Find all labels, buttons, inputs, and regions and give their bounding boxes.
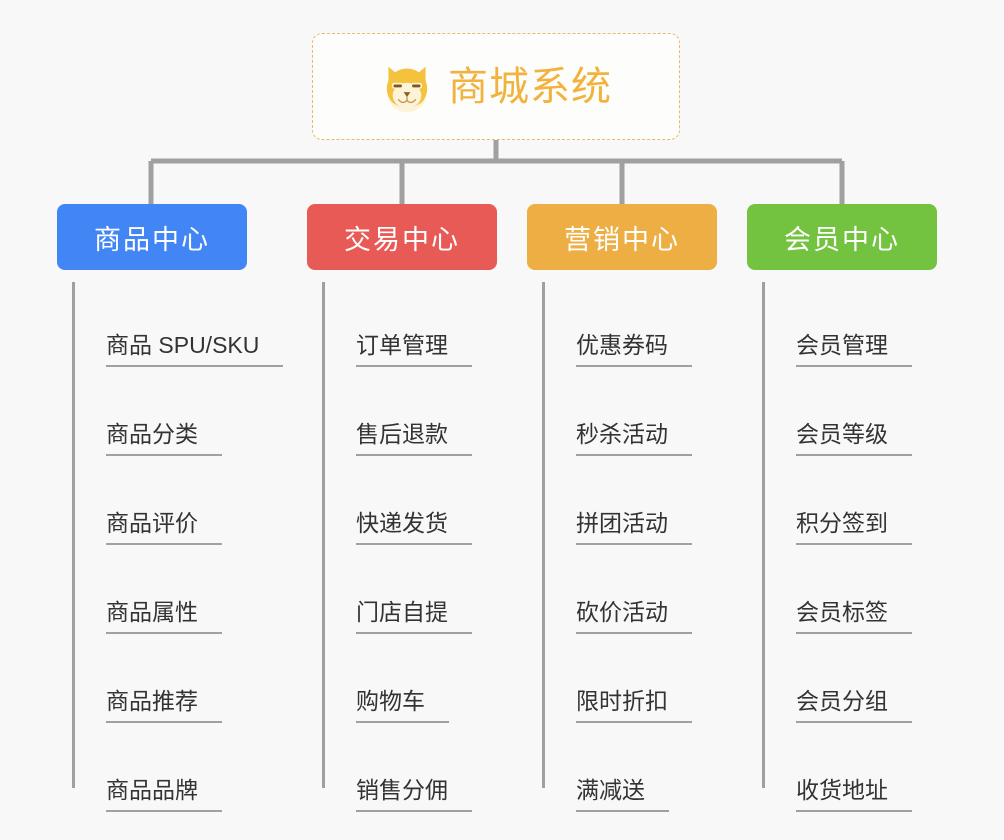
leaf-item[interactable]: 商品品牌 bbox=[72, 727, 247, 816]
leaf-label: 砍价活动 bbox=[576, 598, 692, 634]
leaf-item[interactable]: 购物车 bbox=[322, 638, 497, 727]
leaf-label: 会员分组 bbox=[796, 687, 912, 723]
leaf-label: 订单管理 bbox=[356, 331, 472, 367]
root-title: 商城系统 bbox=[448, 64, 612, 109]
leaf-label: 限时折扣 bbox=[576, 687, 692, 723]
branch-member-center: 会员中心 会员管理 会员等级 积分签到 会员标签 会员分组 收货地址 bbox=[747, 204, 937, 816]
leaf-item[interactable]: 积分签到 bbox=[762, 460, 937, 549]
leaf-item[interactable]: 售后退款 bbox=[322, 371, 497, 460]
leaf-item[interactable]: 优惠券码 bbox=[542, 282, 717, 371]
branch-header-4[interactable]: 会员中心 bbox=[747, 204, 937, 270]
leaf-item[interactable]: 拼团活动 bbox=[542, 460, 717, 549]
leaf-item[interactable]: 会员标签 bbox=[762, 549, 937, 638]
branch-header-label-2: 交易中心 bbox=[344, 224, 460, 255]
leaf-label: 优惠券码 bbox=[576, 331, 692, 367]
branch-header-label-3: 营销中心 bbox=[564, 224, 680, 255]
branch-children-2: 订单管理 售后退款 快递发货 门店自提 购物车 销售分佣 bbox=[307, 270, 497, 816]
leaf-label: 收货地址 bbox=[796, 776, 912, 812]
branch-trade-center: 交易中心 订单管理 售后退款 快递发货 门店自提 购物车 销售分佣 bbox=[307, 204, 497, 816]
leaf-label: 购物车 bbox=[356, 687, 449, 723]
leaf-label: 拼团活动 bbox=[576, 509, 692, 545]
leaf-label: 秒杀活动 bbox=[576, 420, 692, 456]
branch-header-1[interactable]: 商品中心 bbox=[57, 204, 247, 270]
leaf-label: 售后退款 bbox=[356, 420, 472, 456]
leaf-item[interactable]: 商品分类 bbox=[72, 371, 247, 460]
leaf-label: 商品品牌 bbox=[106, 776, 222, 812]
branch-children-4: 会员管理 会员等级 积分签到 会员标签 会员分组 收货地址 bbox=[747, 270, 937, 816]
leaf-label: 满减送 bbox=[576, 776, 669, 812]
leaf-label: 会员标签 bbox=[796, 598, 912, 634]
leaf-label: 商品分类 bbox=[106, 420, 222, 456]
leaf-label: 商品 SPU/SKU bbox=[106, 331, 284, 367]
leaf-item[interactable]: 商品评价 bbox=[72, 460, 247, 549]
leaf-item[interactable]: 限时折扣 bbox=[542, 638, 717, 727]
leaf-item[interactable]: 订单管理 bbox=[322, 282, 497, 371]
branch-header-label-4: 会员中心 bbox=[784, 224, 900, 255]
leaf-item[interactable]: 商品推荐 bbox=[72, 638, 247, 727]
leaf-item[interactable]: 收货地址 bbox=[762, 727, 937, 816]
branch-children-3: 优惠券码 秒杀活动 拼团活动 砍价活动 限时折扣 满减送 bbox=[527, 270, 717, 816]
leaf-item[interactable]: 销售分佣 bbox=[322, 727, 497, 816]
leaf-label: 快递发货 bbox=[356, 509, 472, 545]
leaf-label: 商品推荐 bbox=[106, 687, 222, 723]
leaf-item[interactable]: 商品 SPU/SKU bbox=[72, 282, 284, 371]
leaf-label: 商品评价 bbox=[106, 509, 222, 545]
leaf-label: 门店自提 bbox=[356, 598, 472, 634]
leaf-item[interactable]: 会员等级 bbox=[762, 371, 937, 460]
branch-header-2[interactable]: 交易中心 bbox=[307, 204, 497, 270]
branch-product-center: 商品中心 商品 SPU/SKU 商品分类 商品评价 商品属性 商品推荐 商品品牌 bbox=[57, 204, 284, 816]
root-node[interactable]: 商城系统 bbox=[312, 33, 680, 140]
leaf-label: 销售分佣 bbox=[356, 776, 472, 812]
leaf-item[interactable]: 砍价活动 bbox=[542, 549, 717, 638]
leaf-item[interactable]: 快递发货 bbox=[322, 460, 497, 549]
leaf-label: 会员管理 bbox=[796, 331, 912, 367]
branch-marketing-center: 营销中心 优惠券码 秒杀活动 拼团活动 砍价活动 限时折扣 满减送 bbox=[527, 204, 717, 816]
leaf-item[interactable]: 商品属性 bbox=[72, 549, 247, 638]
leaf-item[interactable]: 门店自提 bbox=[322, 549, 497, 638]
branch-header-3[interactable]: 营销中心 bbox=[527, 204, 717, 270]
leaf-label: 积分签到 bbox=[796, 509, 912, 545]
branch-children-1: 商品 SPU/SKU 商品分类 商品评价 商品属性 商品推荐 商品品牌 bbox=[57, 270, 284, 816]
branch-header-label-1: 商品中心 bbox=[94, 224, 210, 255]
leaf-item[interactable]: 秒杀活动 bbox=[542, 371, 717, 460]
leaf-item[interactable]: 会员分组 bbox=[762, 638, 937, 727]
leaf-label: 会员等级 bbox=[796, 420, 912, 456]
shiba-dog-face-icon bbox=[386, 66, 428, 112]
leaf-label: 商品属性 bbox=[106, 598, 222, 634]
leaf-item[interactable]: 满减送 bbox=[542, 727, 717, 816]
leaf-item[interactable]: 会员管理 bbox=[762, 282, 937, 371]
